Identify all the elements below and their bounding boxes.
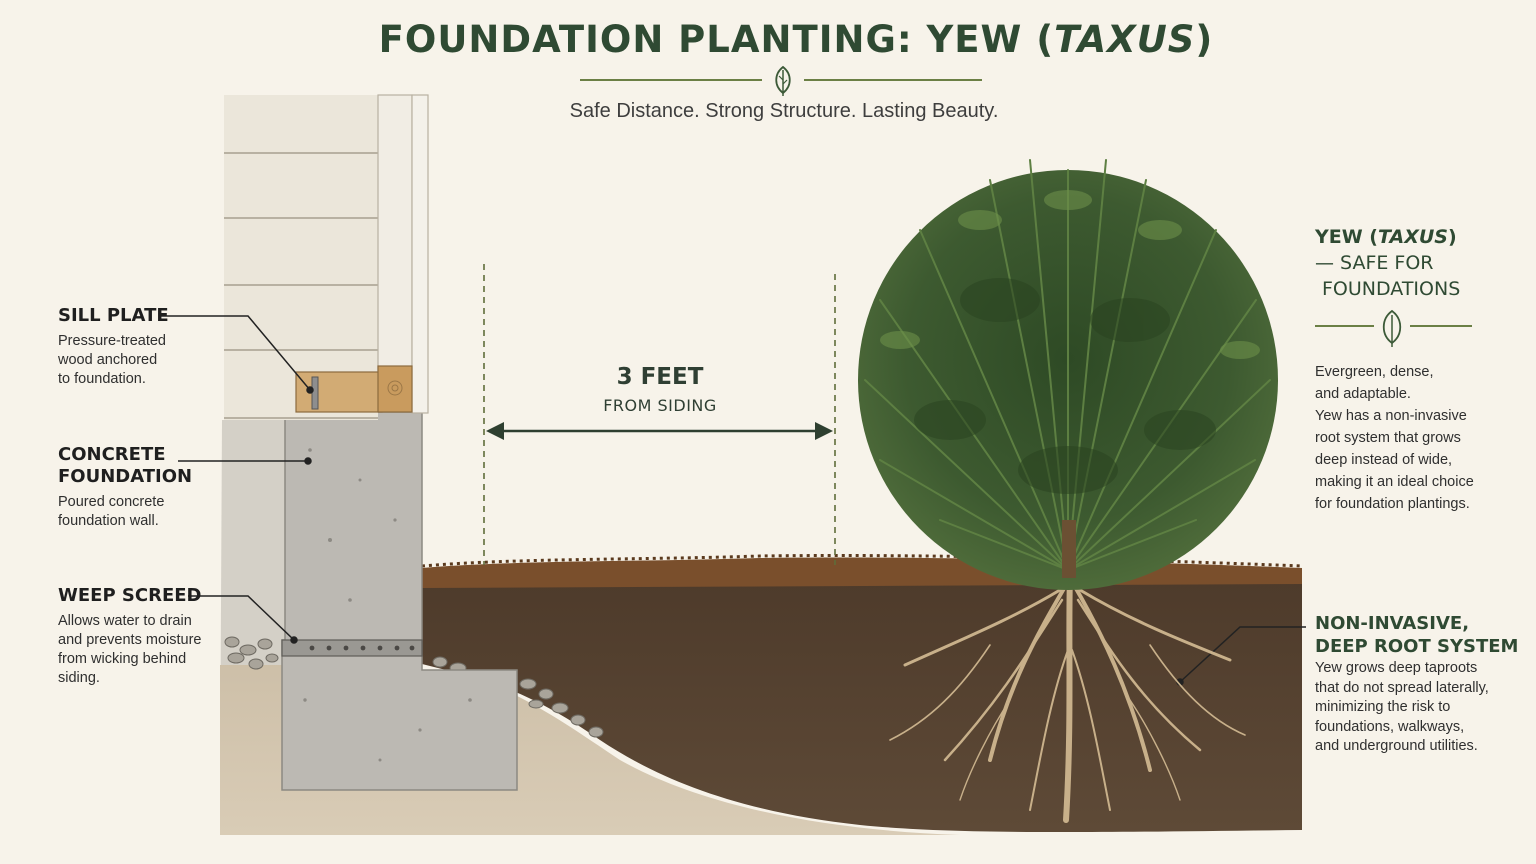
page-subtitle: Safe Distance. Strong Structure. Lasting… [569, 100, 999, 122]
yew-roots [889, 572, 1246, 823]
weep-screed-description: Allows water to drain and prevents moist… [58, 613, 202, 686]
soil-bed [422, 582, 1302, 833]
title-main: FOUNDATION PLANTING: YEW ( [378, 18, 1055, 61]
title-divider [580, 65, 982, 96]
root-system-heading: NON-INVASIVE, DEEP ROOT SYSTEM [1315, 613, 1519, 657]
backfill [220, 660, 960, 835]
arrow-right-icon [815, 422, 833, 440]
page-title: FOUNDATION PLANTING: YEW (TAXUS) [0, 18, 1536, 61]
weep-screed-heading: WEEP SCREED [58, 585, 202, 606]
plant-info-description: Evergreen, dense, and adaptable. Yew has… [1315, 364, 1474, 512]
sill-plate-description: Pressure-treated wood anchored to founda… [58, 333, 166, 387]
title-italic: TAXUS [1054, 18, 1196, 61]
yew-shrub [858, 159, 1278, 590]
anchor-bolt [311, 376, 319, 410]
leaf-icon [775, 65, 791, 96]
plant-info-heading: YEW (TAXUS) — SAFE FOR FOUNDATIONS [1315, 226, 1461, 300]
title-end: ) [1195, 18, 1214, 61]
weep-screed [281, 639, 423, 657]
distance-value: 3 FEET [616, 364, 704, 390]
leaf-icon [1382, 309, 1402, 347]
leader-lines [160, 315, 1306, 686]
concrete-foundation-description: Poured concrete foundation wall. [58, 494, 165, 529]
arrow-left-icon [486, 422, 504, 440]
concrete-foundation-heading: CONCRETE FOUNDATION [58, 444, 193, 487]
distance-marker [483, 264, 836, 565]
siding [224, 94, 429, 420]
root-system-description: Yew grows deep taproots that do not spre… [1315, 660, 1489, 754]
plant-info-divider [1315, 309, 1472, 347]
sill-plate-heading: SILL PLATE [58, 305, 169, 326]
distance-caption: FROM SIDING [603, 396, 717, 415]
